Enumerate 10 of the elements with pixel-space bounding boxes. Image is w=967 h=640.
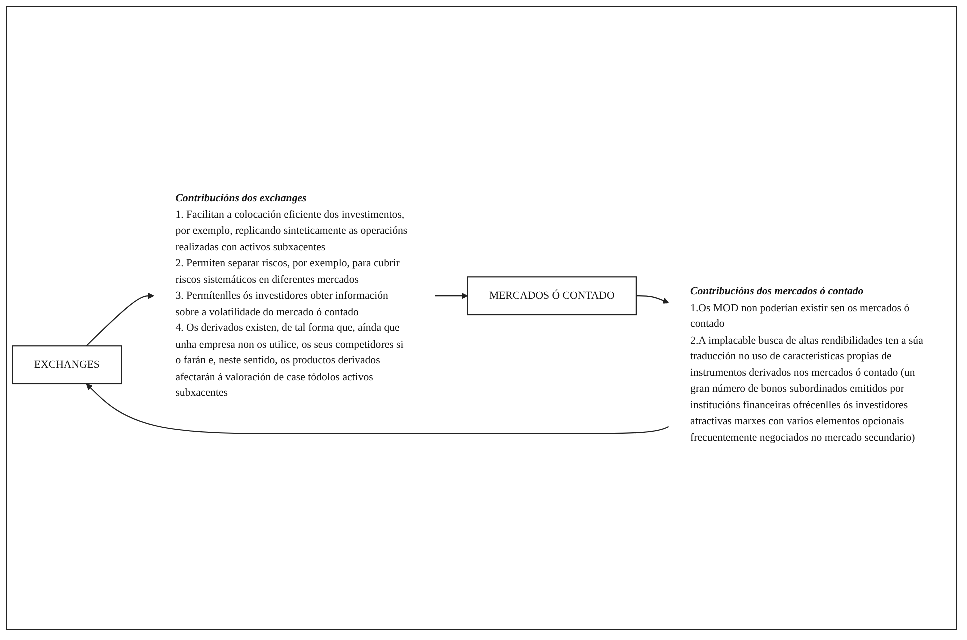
process-box: EXCHANGES xyxy=(12,345,122,384)
node-label: 1. Facilitan a colocación eficiente dos investimentos, por exemplo, replicando sinteticamente as operacións realizadas con activos subxacentes xyxy=(176,208,408,253)
node-label: 3. Permítenlles ós investidores obter información sobre a volatilidade do mercado ó contado xyxy=(176,290,388,318)
node-label: 1.Os MOD non poderían existir sen os mercados ó contado xyxy=(690,302,910,330)
node-label: Contribucións dos mercados ó contado xyxy=(690,286,864,298)
node-label: 2.A implacable busca de altas rendibilidades ten a súa traducción no uso de características propias de instrumentos derivados nos mercados ó contado (un gran número de bonos subordinados emitidos por institucións financeiras ofrécenlles ós investidores atractivas marxes con varios elementos opcionais frecuentemente negociados no mercado secundario) xyxy=(690,334,924,444)
node-label: 4. Os derivados existen, de tal forma que, aínda que unha empresa non os utilice, os seus competidores si o farán e, neste sentido, os productos derivados afectarán á valoración de case tódolos activos subxacentes xyxy=(176,322,404,399)
node-label: 2. Permiten separar riscos, por exemplo, para cubrir riscos sistemáticos en diferentes mercados xyxy=(176,257,400,286)
node-label: Contribucións dos exchanges xyxy=(176,192,307,204)
process-box: MERCADOS Ó CONTADO xyxy=(467,276,637,316)
